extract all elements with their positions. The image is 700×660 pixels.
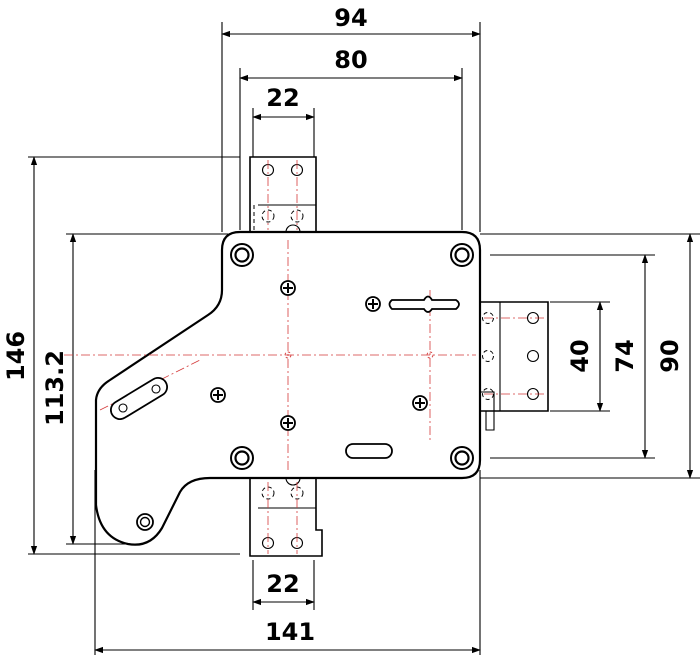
screw-5 [280, 415, 296, 431]
dim-label-146: 146 [2, 331, 30, 381]
corner-hole-top-left [230, 243, 254, 267]
dimension-labels: 94 80 22 22 141 146 113.2 40 74 90 [2, 4, 684, 646]
screw-1 [280, 280, 296, 296]
dimension-lines [30, 30, 694, 654]
corner-hole-top-right [450, 243, 474, 267]
dim-label-141: 141 [265, 618, 315, 646]
corner-hole-bottom-right [450, 446, 474, 470]
top-strike-plate [249, 156, 317, 233]
dim-label-113: 113.2 [41, 350, 69, 426]
pivot-hole [136, 513, 154, 531]
bottom-slot [345, 443, 393, 459]
right-side-plate [479, 301, 549, 431]
dim-label-74: 74 [611, 339, 639, 372]
screw-4 [412, 395, 428, 411]
screw-2 [365, 296, 381, 312]
screw-3 [210, 387, 226, 403]
dim-label-40: 40 [566, 339, 594, 372]
corner-hole-bottom-left [230, 446, 254, 470]
lock-body [64, 230, 482, 546]
keyhole-slot [388, 295, 460, 313]
dim-label-94: 94 [334, 4, 367, 32]
dim-label-22-bottom: 22 [266, 570, 299, 598]
bottom-strike-plate [249, 477, 323, 557]
dim-label-80: 80 [334, 46, 367, 74]
dim-label-90: 90 [656, 339, 684, 372]
arm-slot [110, 377, 168, 420]
dim-label-22-top: 22 [266, 84, 299, 112]
